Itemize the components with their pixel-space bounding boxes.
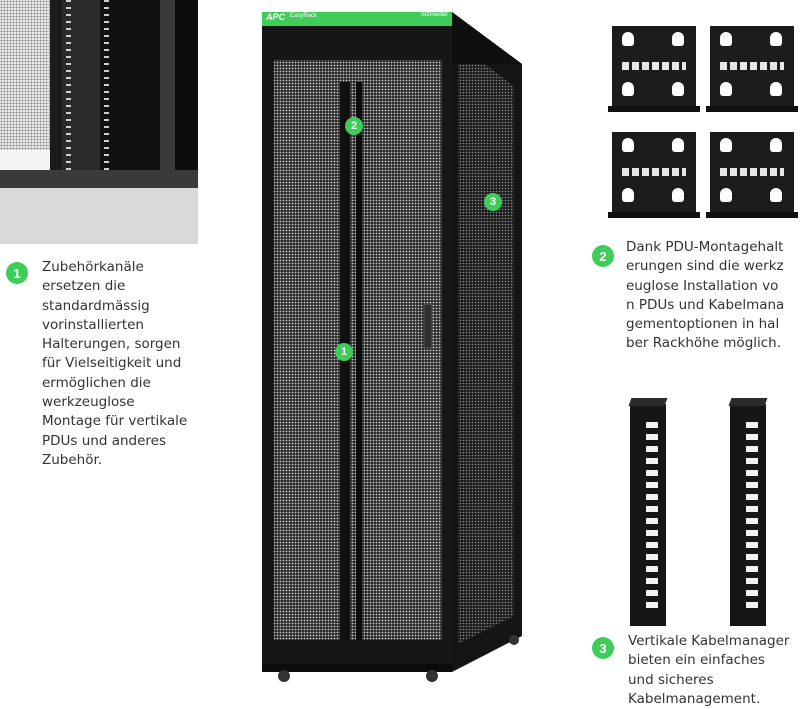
- pdu-bracket-image: [608, 132, 700, 218]
- callout-badge-2: 2: [592, 245, 614, 267]
- rack-product-label: EasyRack: [290, 13, 318, 19]
- rack-brand-logo: APC: [266, 12, 286, 22]
- cable-manager-image: [628, 398, 668, 626]
- callout-text-3: Vertikale Kabelmanager bieten ein einfac…: [628, 633, 790, 707]
- cable-manager-image: [728, 398, 768, 626]
- rack-badge-1: 1: [335, 343, 353, 361]
- callout-text-2: Dank PDU-Montagehalterungen sind die wer…: [626, 239, 785, 352]
- rack-badge-2: 2: [345, 117, 363, 135]
- pdu-bracket-image: [706, 132, 798, 218]
- callout-text-1: Zubehörkanäle ersetzen die standardmässi…: [42, 259, 188, 468]
- schneider-logo: Schneider: [421, 12, 449, 18]
- rack-cabinet-image: [262, 12, 522, 682]
- callout-badge-3: 3: [592, 637, 614, 659]
- rack-badge-3: 3: [484, 193, 502, 211]
- callout-badge-1: 1: [6, 262, 28, 284]
- accessory-channel-photo: [0, 0, 198, 244]
- pdu-bracket-image: [608, 26, 700, 112]
- pdu-bracket-image: [706, 26, 798, 112]
